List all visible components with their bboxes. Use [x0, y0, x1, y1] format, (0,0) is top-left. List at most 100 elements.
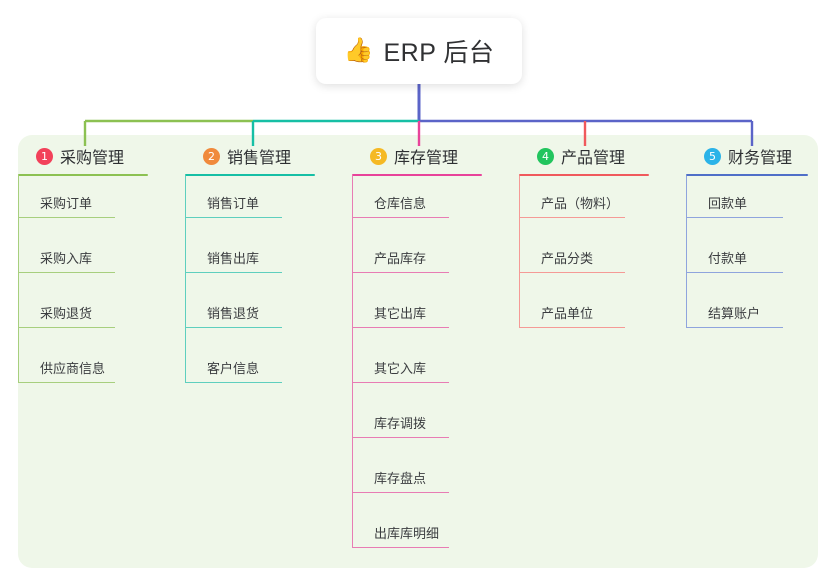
leaf-item[interactable]: 销售出库: [185, 231, 345, 286]
leaf-item-label: 销售出库: [207, 251, 260, 266]
branch-title: 财务管理: [728, 150, 793, 167]
leaf-item-label: 结算账户: [708, 306, 761, 321]
leaf-item-label: 供应商信息: [40, 361, 106, 376]
leaf-item-label: 产品分类: [541, 251, 594, 266]
leaf-item-underline: [686, 217, 783, 219]
leaf-item-underline: [18, 327, 115, 329]
branch-number-badge: 2: [203, 147, 220, 165]
leaf-item[interactable]: 产品分类: [519, 231, 684, 286]
leaf-item-underline: [686, 272, 783, 274]
branch-children: 销售订单销售出库销售退货客户信息: [185, 176, 345, 396]
leaf-item[interactable]: 仓库信息: [352, 176, 512, 231]
branch-header[interactable]: 5 财务管理: [686, 144, 816, 168]
branch-header[interactable]: 3 库存管理: [352, 144, 512, 168]
branch-spine: [18, 176, 20, 383]
leaf-item-underline: [352, 272, 449, 274]
branch-1: 1 采购管理采购订单采购入库采购退货供应商信息: [18, 144, 178, 396]
branch-header[interactable]: 4 产品管理: [519, 144, 684, 168]
branch-2: 2 销售管理销售订单销售出库销售退货客户信息: [185, 144, 345, 396]
leaf-item[interactable]: 采购入库: [18, 231, 178, 286]
branch-children: 仓库信息产品库存其它出库其它入库库存调拨库存盘点出库库明细: [352, 176, 512, 561]
leaf-item[interactable]: 结算账户: [686, 286, 816, 341]
leaf-item-underline: [519, 272, 625, 274]
branch-underline: [352, 174, 482, 176]
branch-spine: [519, 176, 521, 328]
leaf-item[interactable]: 销售退货: [185, 286, 345, 341]
leaf-item[interactable]: 采购退货: [18, 286, 178, 341]
leaf-item-underline: [18, 272, 115, 274]
leaf-item-label: 销售订单: [207, 196, 260, 211]
leaf-item-label: 出库库明细: [374, 526, 440, 541]
root-node[interactable]: 👍 ERP 后台: [316, 18, 522, 84]
leaf-item-label: 采购入库: [40, 251, 93, 266]
leaf-item-label: 产品库存: [374, 251, 427, 266]
leaf-item-label: 产品（物料）: [541, 196, 620, 211]
branch-header[interactable]: 2 销售管理: [185, 144, 345, 168]
leaf-item[interactable]: 库存盘点: [352, 451, 512, 506]
branch-number-badge: 5: [704, 147, 721, 165]
leaf-item-label: 客户信息: [207, 361, 260, 376]
root-node-label: ERP 后台: [383, 39, 495, 67]
leaf-item[interactable]: 产品单位: [519, 286, 684, 341]
leaf-item-underline: [352, 217, 449, 219]
leaf-item-label: 产品单位: [541, 306, 594, 321]
leaf-item-underline: [185, 382, 282, 384]
leaf-item[interactable]: 产品（物料）: [519, 176, 684, 231]
leaf-item[interactable]: 其它出库: [352, 286, 512, 341]
leaf-item-label: 采购退货: [40, 306, 93, 321]
branch-underline: [18, 174, 148, 176]
branch-title: 库存管理: [394, 150, 459, 167]
leaf-item-label: 其它出库: [374, 306, 427, 321]
branch-3: 3 库存管理仓库信息产品库存其它出库其它入库库存调拨库存盘点出库库明细: [352, 144, 512, 561]
leaf-item-underline: [185, 217, 282, 219]
branch-children: 回款单付款单结算账户: [686, 176, 816, 341]
branch-spine: [352, 176, 354, 548]
leaf-item[interactable]: 客户信息: [185, 341, 345, 396]
leaf-item-underline: [18, 217, 115, 219]
leaf-item-underline: [352, 547, 449, 549]
leaf-item-label: 仓库信息: [374, 196, 427, 211]
branch-number-badge: 1: [36, 147, 53, 165]
branch-spine: [185, 176, 187, 383]
leaf-item-label: 其它入库: [374, 361, 427, 376]
leaf-item-label: 库存调拨: [374, 416, 427, 431]
leaf-item[interactable]: 回款单: [686, 176, 816, 231]
leaf-item-underline: [352, 382, 449, 384]
leaf-item-underline: [185, 272, 282, 274]
leaf-item[interactable]: 销售订单: [185, 176, 345, 231]
branch-5: 5 财务管理回款单付款单结算账户: [686, 144, 816, 341]
leaf-item-underline: [686, 327, 783, 329]
branch-spine: [686, 176, 688, 328]
branch-underline: [185, 174, 315, 176]
branch-children: 采购订单采购入库采购退货供应商信息: [18, 176, 178, 396]
thumbs-up-icon: 👍: [343, 37, 374, 64]
leaf-item[interactable]: 产品库存: [352, 231, 512, 286]
leaf-item[interactable]: 供应商信息: [18, 341, 178, 396]
leaf-item-label: 库存盘点: [374, 471, 427, 486]
leaf-item[interactable]: 其它入库: [352, 341, 512, 396]
leaf-item-underline: [519, 327, 625, 329]
branch-title: 产品管理: [561, 150, 626, 167]
branch-title: 销售管理: [227, 150, 292, 167]
leaf-item-underline: [185, 327, 282, 329]
branch-title: 采购管理: [60, 150, 125, 167]
leaf-item[interactable]: 库存调拨: [352, 396, 512, 451]
leaf-item-underline: [352, 327, 449, 329]
leaf-item-underline: [18, 382, 115, 384]
leaf-item-underline: [352, 437, 449, 439]
leaf-item-label: 付款单: [708, 251, 748, 266]
branch-underline: [519, 174, 649, 176]
branch-number-badge: 4: [537, 147, 554, 165]
leaf-item-underline: [519, 217, 625, 219]
diagram-canvas: [18, 135, 818, 568]
branch-4: 4 产品管理产品（物料） 产品分类产品单位: [519, 144, 684, 341]
leaf-item-label: 回款单: [708, 196, 748, 211]
leaf-item[interactable]: 付款单: [686, 231, 816, 286]
leaf-item-underline: [352, 492, 449, 494]
leaf-item-label: 采购订单: [40, 196, 93, 211]
leaf-item[interactable]: 出库库明细: [352, 506, 512, 561]
branch-children: 产品（物料） 产品分类产品单位: [519, 176, 684, 341]
branch-header[interactable]: 1 采购管理: [18, 144, 178, 168]
branch-number-badge: 3: [370, 147, 387, 165]
leaf-item[interactable]: 采购订单: [18, 176, 178, 231]
